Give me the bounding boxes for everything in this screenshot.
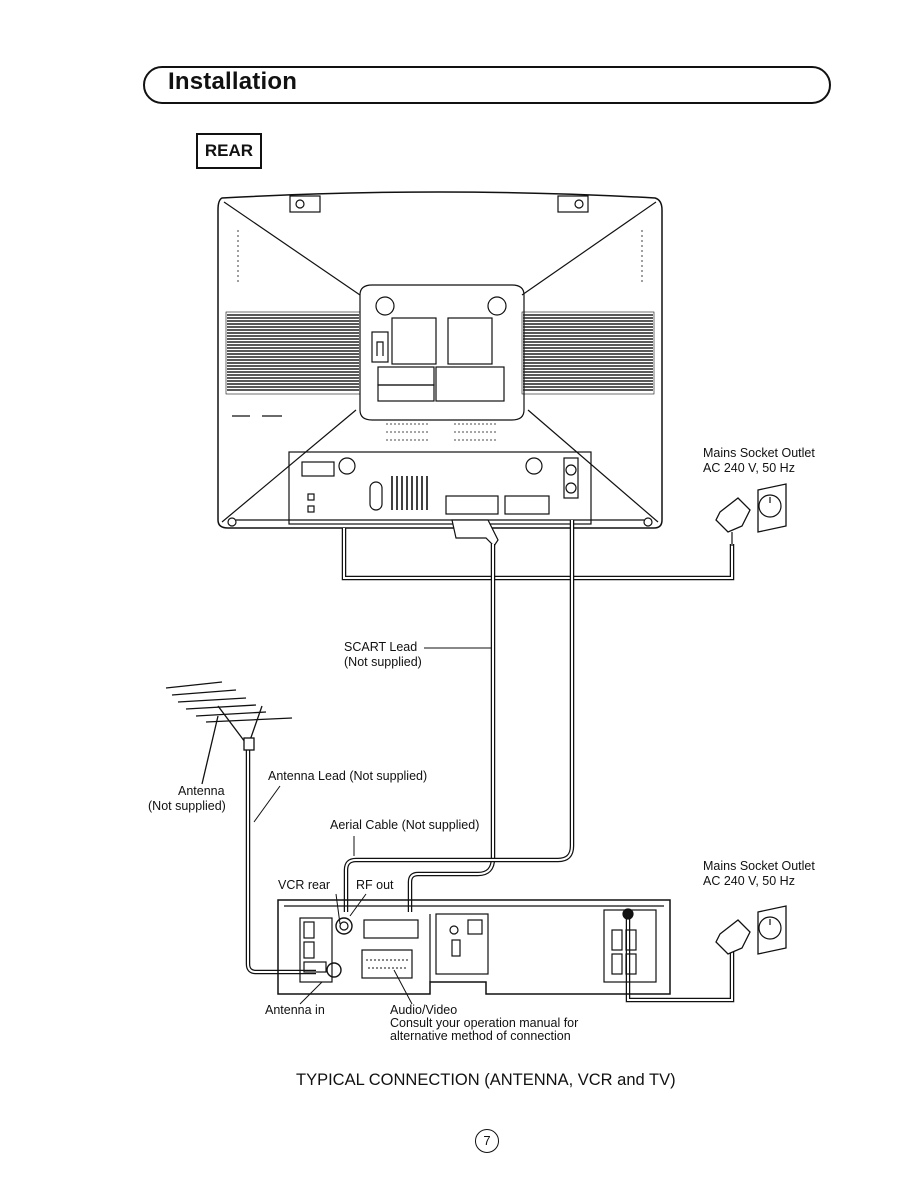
scart-lead-label-line2: (Not supplied) (344, 655, 422, 669)
antenna-label-line1: Antenna (178, 784, 225, 798)
scart-lead-label-line1: SCART Lead (344, 640, 418, 654)
mains-bottom-label-line2: AC 240 V, 50 Hz (703, 874, 795, 888)
antenna-label-line2: (Not supplied) (148, 799, 226, 813)
aerial-cable-label: Aerial Cable (Not supplied) (330, 818, 480, 832)
diagram-caption: TYPICAL CONNECTION (ANTENNA, VCR and TV) (296, 1071, 676, 1089)
audio-video-label-line2: Consult your operation manual for (390, 1016, 579, 1030)
rear-label: REAR (196, 133, 262, 169)
rf-out-label: RF out (356, 878, 394, 892)
mains-socket-top (715, 483, 787, 546)
page-title: Installation (168, 68, 298, 95)
mains-top-label-line1: Mains Socket Outlet (703, 446, 815, 460)
tv-rear-illustration (217, 191, 663, 529)
mains-socket-bottom (715, 905, 787, 955)
antenna-in-label: Antenna in (265, 1003, 325, 1017)
vcr-rear-label: VCR rear (278, 878, 331, 892)
antenna-lead-label: Antenna Lead (Not supplied) (268, 769, 428, 783)
mains-top-label-line2: AC 240 V, 50 Hz (703, 461, 795, 475)
mains-bottom-label-line1: Mains Socket Outlet (703, 859, 815, 873)
audio-video-label-line1: Audio/Video (390, 1003, 458, 1017)
header-frame (143, 66, 831, 104)
antenna-illustration (165, 681, 293, 785)
vcr-rear-illustration (277, 899, 671, 995)
page-number: 7 (475, 1129, 499, 1153)
audio-video-label-line3: alternative method of connection (390, 1029, 571, 1043)
